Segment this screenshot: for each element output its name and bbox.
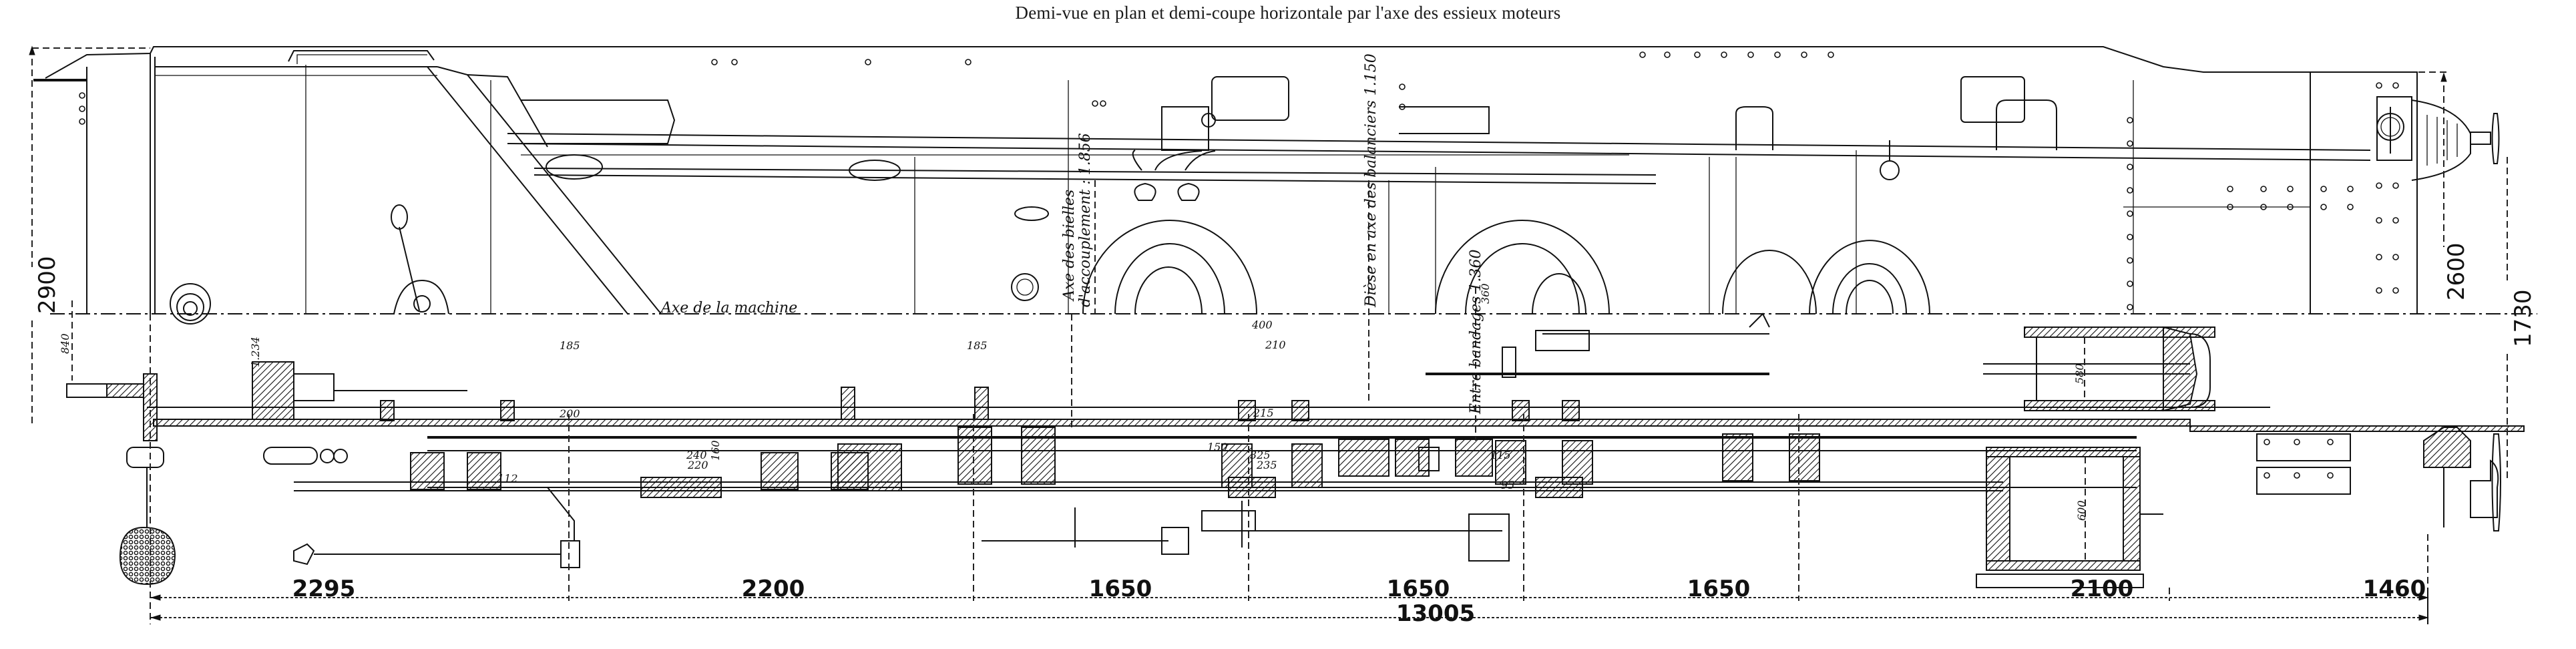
- dim-580: 580: [2073, 363, 2086, 384]
- plan-view: [33, 46, 2500, 324]
- dim-overall: 13005: [1396, 600, 1475, 627]
- dimension-chain: 2295 2200 1650 1650 1650 2100 1460 13005: [150, 576, 2429, 627]
- dim-400: 400: [1251, 318, 1273, 331]
- frame-plate: [153, 419, 2191, 427]
- dim-2600: 2600: [2443, 242, 2470, 300]
- dim-325: 325: [1250, 449, 1271, 461]
- brake-cylinder-small: [1468, 513, 1510, 562]
- dim-112: 112: [497, 472, 518, 485]
- axlebox-7: [1722, 433, 1820, 481]
- annotation-bandages: Entre bandages 1.360: [1468, 249, 1484, 415]
- detail-dimensions: 185 185 200 400 210 215 325 235 150 95 2…: [497, 283, 2088, 521]
- front-buffer: [2376, 96, 2500, 181]
- dimension-right-height: 2600 1730: [2418, 71, 2537, 481]
- section-view: [66, 312, 2525, 588]
- annotation-bielles: Axe des bielles: [1061, 190, 1078, 302]
- dim-95: 95: [1501, 479, 1514, 491]
- dim-220: 220: [687, 459, 708, 471]
- safety-valves: [1132, 76, 1289, 201]
- dim-240: 240: [686, 449, 707, 461]
- dim-600: 600: [2075, 500, 2088, 521]
- axlebox-5: [1338, 439, 1493, 477]
- boiler-domes: [546, 140, 1900, 301]
- dim-2900: 2900: [34, 256, 61, 314]
- reversing-lever: [391, 204, 449, 314]
- dim-segment-4: 1650: [1387, 576, 1450, 602]
- axlebox-1: [380, 400, 515, 490]
- dim-235: 235: [1256, 459, 1277, 471]
- dim-segment-5: 1650: [1687, 576, 1751, 602]
- dim-115: 115: [1490, 449, 1511, 461]
- machine-axis-label: Axe de la machine: [660, 300, 797, 316]
- annotation-ratio-left: 1.234: [249, 337, 262, 367]
- axlebox-6: [1495, 400, 1593, 485]
- dim-210: 210: [1265, 339, 1286, 351]
- drawing-title: Demi-vue en plan et demi-coupe horizonta…: [1015, 3, 1561, 23]
- dim-segment-2: 2200: [742, 576, 805, 602]
- dim-160: 160: [709, 440, 722, 461]
- counterweight-mesh: [119, 526, 176, 586]
- dim-840: 840: [59, 333, 71, 354]
- axlebox-3: [837, 427, 1056, 491]
- cab-handle: [1996, 99, 2057, 150]
- dim-360: 360: [1479, 283, 1492, 304]
- dim-150: 150: [1207, 441, 1228, 453]
- dim-segment-7: 1460: [2363, 576, 2426, 602]
- wheel-splashers: [1082, 220, 1930, 314]
- frame-top-outline: [45, 46, 2418, 314]
- dim-segment-3: 1650: [1089, 576, 1152, 602]
- dim-1730: 1730: [2510, 289, 2537, 347]
- dimension-left-height: 2900 840: [29, 45, 150, 427]
- rear-lamp: [170, 283, 211, 324]
- steam-cylinder: [1976, 326, 2215, 588]
- dim-200: 200: [559, 407, 580, 420]
- dim-segment-1: 2295: [292, 576, 356, 602]
- annotation-bielles-ratio: d'accouplement : 1.856: [1077, 133, 1094, 307]
- dim-segment-6: 2100: [2071, 576, 2134, 602]
- annotation-balanciers: Dièse en axe des balanciers 1.150: [1363, 53, 1379, 308]
- dim-185-a: 185: [560, 339, 580, 352]
- front-buffer-section: [2423, 427, 2501, 531]
- dim-215: 215: [1253, 407, 1274, 419]
- dim-185-b: 185: [967, 339, 988, 352]
- rivets: [79, 51, 2399, 310]
